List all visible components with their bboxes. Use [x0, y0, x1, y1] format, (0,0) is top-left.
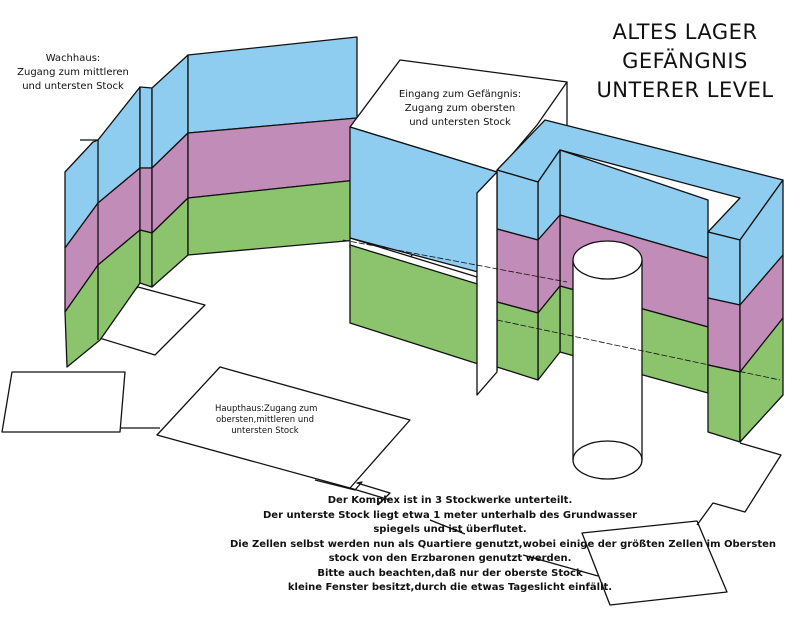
description-line: kleine Fenster besitzt,durch die etwas T…: [287, 582, 613, 593]
label-line: Haupthaus:Zugang zum: [215, 404, 318, 414]
label-eingang: Eingang zum Gefängnis: Zugang zum oberst…: [395, 88, 525, 130]
label-line: Eingang zum Gefängnis:: [398, 89, 522, 100]
label-line: und untersten Stock: [409, 117, 511, 128]
label-line: und untersten Stock: [22, 81, 124, 92]
door-panel: [476, 171, 498, 396]
title-line: ALTES LAGER: [612, 20, 758, 44]
description-line: Der Komplex ist in 3 Stockwerke untertei…: [327, 495, 573, 506]
cylinder-tower: [572, 240, 643, 480]
entrance-block: [349, 59, 568, 371]
label-line: Zugang zum obersten: [404, 103, 516, 114]
guide-lines: [342, 239, 781, 381]
label-haupthaus: Haupthaus:Zugang zum obersten,mittleren …: [215, 404, 318, 437]
description-line: Bitte auch beachten,daß nur der oberste …: [317, 567, 583, 579]
description-text: Der Komplex ist in 3 Stockwerke untertei…: [230, 494, 776, 596]
description-line: spiegels und ist überflutet.: [373, 524, 527, 535]
diagram-title: ALTES LAGER GEFÄNGNIS UNTERER LEVEL: [590, 18, 780, 105]
label-line: untersten Stock: [231, 426, 299, 436]
description-line: Die Zellen selbst werden nun als Quartie…: [230, 538, 776, 550]
label-line: Wachhaus:: [45, 53, 101, 64]
floor-plate-bottom-right: [581, 520, 728, 606]
label-line: obersten,mittleren und: [215, 415, 315, 425]
title-line: UNTERER LEVEL: [596, 78, 774, 102]
wachhaus-walls: [64, 36, 358, 368]
title-line: GEFÄNGNIS: [622, 49, 748, 73]
label-wachhaus: Wachhaus: Zugang zum mittleren und unter…: [8, 52, 138, 94]
floor-plate-left: [1, 371, 126, 433]
label-line: Zugang zum mittleren: [17, 67, 129, 78]
description-line: Der unterste Stock liegt etwa 1 meter un…: [262, 509, 638, 521]
description-line: stock von den Erzbaronen genutzt werden.: [328, 553, 572, 564]
